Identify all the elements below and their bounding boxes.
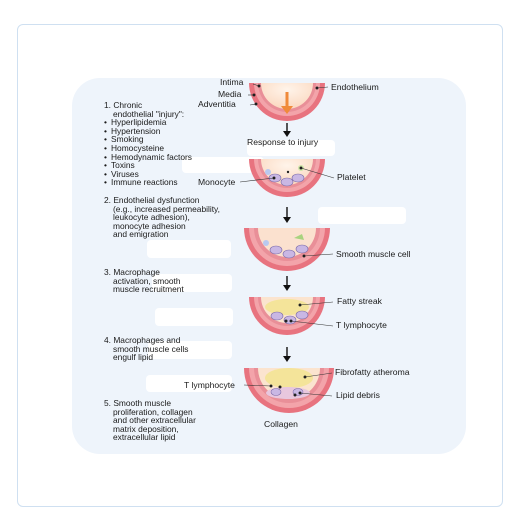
step-number: 2. <box>104 195 111 205</box>
list-item: Immune reactions <box>104 178 192 187</box>
step-line: monocyte adhesion <box>113 220 186 231</box>
label-response: Response to injury <box>247 137 319 147</box>
step-1: 1. Chronic endothelial "injury": Hyperli… <box>104 101 192 187</box>
step-line: proliferation, collagen <box>113 406 193 417</box>
step-5: 5. Smooth muscle proliferation, collagen… <box>104 399 196 442</box>
label-media: Media <box>218 89 242 99</box>
placeholder-box <box>182 157 264 173</box>
label-lipid-debris: Lipid debris <box>336 390 380 400</box>
label-fibrofatty-atheroma: Fibrofatty atheroma <box>335 367 410 377</box>
flow-arrows <box>283 123 291 362</box>
step-line: leukocyte adhesion), <box>113 212 190 223</box>
list-item: Hemodynamic factors <box>104 152 192 162</box>
step-3: 3. Macrophage activation, smooth muscle … <box>104 268 184 294</box>
step-line: (e.g., increased permeability, <box>113 203 220 214</box>
list-item: Smoking <box>104 135 192 144</box>
vessel-monocyte-adhesion <box>249 159 325 197</box>
list-item: Hyperlipidemia <box>104 118 192 127</box>
vessel-fibrofatty-atheroma <box>244 368 334 413</box>
list-item: Hypertension <box>104 127 192 136</box>
list-item: Homocysteine <box>104 144 192 153</box>
step-line: matrix deposition, <box>113 423 179 434</box>
risk-factor-list: Hyperlipidemia Hypertension Smoking Homo… <box>104 118 192 187</box>
vessel-normal <box>249 83 325 121</box>
step-line: smooth muscle cells <box>113 343 189 354</box>
step-line: Endothelial dysfunction <box>113 195 200 205</box>
step-line: extracellular lipid <box>113 432 176 443</box>
placeholder-box <box>318 207 406 224</box>
label-fatty-streak: Fatty streak <box>337 296 382 306</box>
step-line: and other extracellular <box>113 415 196 426</box>
list-item: Viruses <box>104 170 192 179</box>
step-2: 2. Endothelial dysfunction (e.g., increa… <box>104 196 220 239</box>
label-collagen: Collagen <box>264 419 298 429</box>
vessel-macrophage-activation <box>244 228 330 271</box>
label-adventitia: Adventitia <box>198 99 236 109</box>
step-line: Macrophages and <box>113 335 181 345</box>
list-item: Toxins <box>104 161 192 170</box>
label-intima: Intima <box>220 77 244 87</box>
label-t-lymphocyte-right: T lymphocyte <box>336 320 387 330</box>
step-line: engulf lipid <box>113 352 154 363</box>
step-line: muscle recruitment <box>113 284 184 295</box>
step-4: 4. Macrophages and smooth muscle cells e… <box>104 336 188 362</box>
step-number: 1. <box>104 100 111 110</box>
step-line: activation, smooth <box>113 275 181 286</box>
placeholder-box <box>152 274 232 292</box>
step-line: endothelial "injury": <box>113 108 185 119</box>
step-line: and emigration <box>113 229 169 240</box>
placeholder-box <box>247 140 335 156</box>
placeholder-box <box>147 240 231 258</box>
step-number: 3. <box>104 267 111 277</box>
label-monocyte: Monocyte <box>198 177 236 187</box>
step-number: 4. <box>104 335 111 345</box>
label-endothelium: Endothelium <box>331 82 379 92</box>
step-line: Smooth muscle <box>113 398 172 408</box>
vessel-fatty-streak <box>249 297 325 335</box>
step-line: Macrophage <box>113 267 160 277</box>
placeholder-box <box>155 308 233 326</box>
step-line: Chronic <box>113 100 143 110</box>
placeholder-box <box>148 341 232 359</box>
placeholder-box <box>146 375 232 392</box>
label-t-lymphocyte-left: T lymphocyte <box>184 380 235 390</box>
label-smooth-muscle-cell: Smooth muscle cell <box>336 249 411 259</box>
label-platelet: Platelet <box>337 172 366 182</box>
leader-lines <box>239 83 335 397</box>
step-number: 5. <box>104 398 111 408</box>
